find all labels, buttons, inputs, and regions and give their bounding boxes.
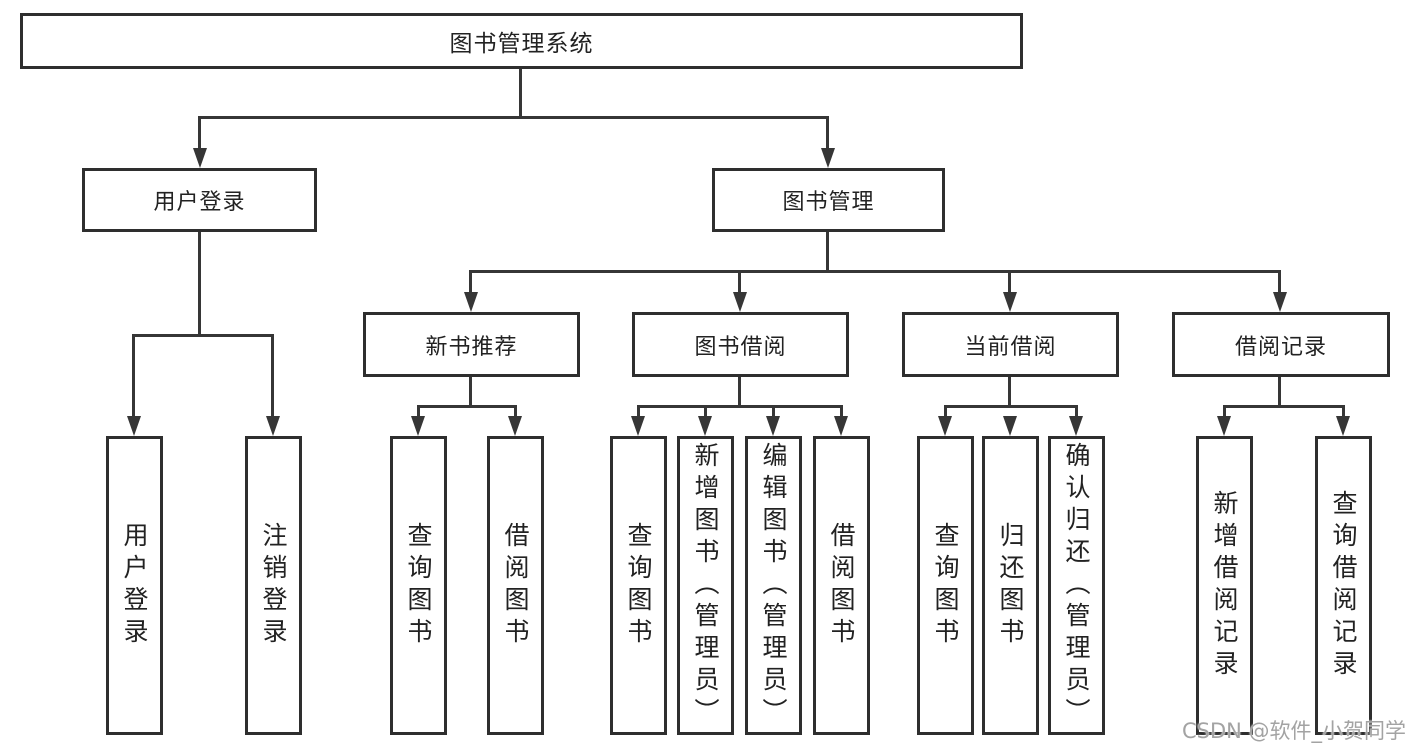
leaf-logout: 注销登录 [245, 436, 302, 735]
leaf-label: 借阅图书 [827, 521, 856, 650]
connector-line [1008, 270, 1011, 294]
arrowhead-down-icon [938, 416, 952, 436]
connector-line [704, 405, 707, 418]
node-label: 借阅记录 [1234, 334, 1327, 360]
node-label: 图书借阅 [694, 334, 787, 360]
leaf-add-borrow-record: 新增借阅记录 [1196, 436, 1253, 735]
connector-line [637, 405, 640, 418]
leaf-label: 查询借阅记录 [1329, 489, 1358, 682]
connector-line [772, 405, 775, 418]
connector-line [637, 405, 843, 408]
connector-line [826, 116, 829, 150]
arrowhead-down-icon [766, 416, 780, 436]
leaf-label: 查询图书 [931, 521, 960, 650]
arrowhead-down-icon [631, 416, 645, 436]
connector-line [132, 334, 135, 418]
connector-line [1008, 377, 1011, 408]
connector-line [417, 405, 420, 418]
node-book-borrowing: 图书借阅 [632, 312, 849, 377]
arrowhead-down-icon [821, 148, 835, 168]
arrowhead-down-icon [733, 292, 747, 312]
node-borrowing-records: 借阅记录 [1172, 312, 1390, 377]
connector-line [944, 405, 1078, 408]
connector-line [1342, 405, 1345, 418]
leaf-user-login: 用户登录 [106, 436, 163, 735]
node-label: 新书推荐 [425, 334, 518, 360]
arrowhead-down-icon [834, 416, 848, 436]
node-label: 图书管理系统 [449, 31, 594, 57]
connector-line [1278, 270, 1281, 294]
leaf-query-books-recommend: 查询图书 [390, 436, 447, 735]
node-label: 图书管理 [782, 190, 875, 215]
connector-line [198, 232, 201, 337]
connector-line [519, 69, 522, 119]
connector-line [738, 377, 741, 408]
connector-line [1075, 405, 1078, 418]
connector-line [514, 405, 517, 418]
connector-line [132, 334, 274, 337]
leaf-edit-books-admin: 编辑图书（管理员） [745, 436, 802, 735]
connector-line [944, 405, 947, 418]
leaf-borrow-books: 借阅图书 [813, 436, 870, 735]
node-current-borrowing: 当前借阅 [902, 312, 1119, 377]
leaf-label: 查询图书 [404, 521, 433, 650]
leaf-label: 编辑图书（管理员） [759, 441, 788, 730]
connector-line [1278, 377, 1281, 408]
connector-line [198, 116, 201, 150]
connector-line [469, 377, 472, 408]
arrowhead-down-icon [411, 416, 425, 436]
watermark: CSDN @软件_小贺同学 [1182, 719, 1405, 743]
connector-line [271, 334, 274, 418]
arrowhead-down-icon [127, 416, 141, 436]
connector-line [198, 116, 829, 119]
connector-line [469, 270, 472, 294]
leaf-label: 查询图书 [624, 521, 653, 650]
leaf-label: 注销登录 [259, 521, 288, 650]
leaf-label: 借阅图书 [501, 521, 530, 650]
arrowhead-down-icon [1069, 416, 1083, 436]
leaf-query-borrow-record: 查询借阅记录 [1315, 436, 1372, 735]
node-book-management: 图书管理 [712, 168, 945, 232]
arrowhead-down-icon [1217, 416, 1231, 436]
arrowhead-down-icon [698, 416, 712, 436]
leaf-label: 新增借阅记录 [1210, 489, 1239, 682]
connector-line [840, 405, 843, 418]
leaf-confirm-return-admin: 确认归还（管理员） [1048, 436, 1105, 735]
leaf-borrow-books-recommend: 借阅图书 [487, 436, 544, 735]
arrowhead-down-icon [1336, 416, 1350, 436]
node-new-book-recommendation: 新书推荐 [363, 312, 580, 377]
node-root-library-system: 图书管理系统 [20, 13, 1023, 69]
leaf-label: 新增图书（管理员） [691, 441, 720, 730]
leaf-query-books-current: 查询图书 [917, 436, 974, 735]
connector-line [417, 405, 517, 408]
arrowhead-down-icon [193, 148, 207, 168]
connector-line [738, 270, 741, 294]
node-label: 用户登录 [153, 190, 246, 215]
node-user-login: 用户登录 [82, 168, 317, 232]
arrowhead-down-icon [508, 416, 522, 436]
leaf-label: 归还图书 [996, 521, 1025, 650]
connector-line [469, 270, 1281, 273]
leaf-label: 用户登录 [120, 521, 149, 650]
leaf-query-books-borrow: 查询图书 [610, 436, 667, 735]
leaf-return-books: 归还图书 [982, 436, 1039, 735]
leaf-label: 确认归还（管理员） [1062, 441, 1091, 730]
connector-line [1223, 405, 1226, 418]
arrowhead-down-icon [1273, 292, 1287, 312]
arrowhead-down-icon [1003, 416, 1017, 436]
arrowhead-down-icon [464, 292, 478, 312]
node-label: 当前借阅 [964, 334, 1057, 360]
arrowhead-down-icon [266, 416, 280, 436]
connector-line [1223, 405, 1345, 408]
leaf-add-books-admin: 新增图书（管理员） [677, 436, 734, 735]
connector-line [826, 232, 829, 273]
arrowhead-down-icon [1003, 292, 1017, 312]
